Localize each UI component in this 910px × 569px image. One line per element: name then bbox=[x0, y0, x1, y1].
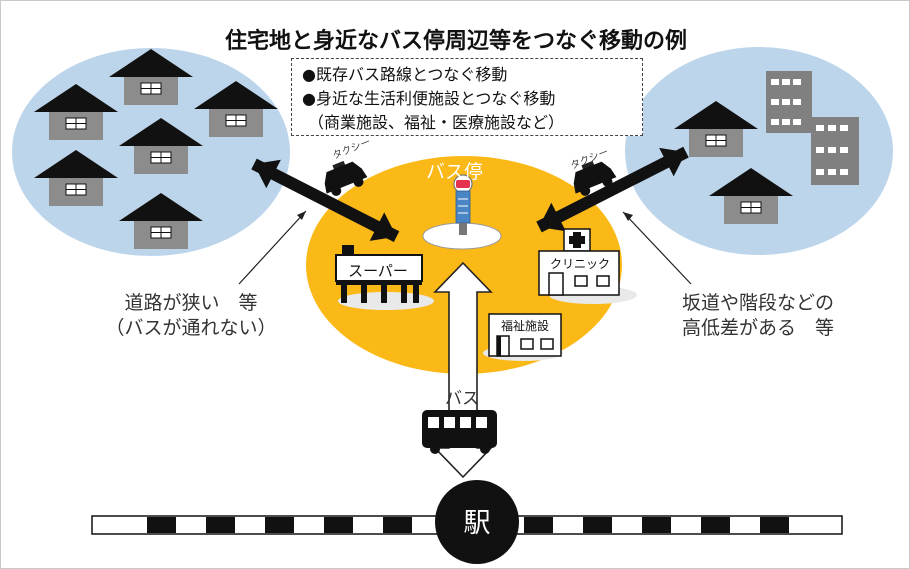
connection-arrow-right bbox=[536, 146, 689, 233]
welfare-label: 福祉施設 bbox=[500, 319, 549, 333]
right-note-line1: 坂道や階段などの bbox=[681, 292, 834, 314]
right-note-line2: 高低差がある 等 bbox=[681, 317, 834, 339]
bus-icon bbox=[422, 410, 497, 454]
legend-item-facility-examples: （商業施設、福祉・医療施設など） bbox=[308, 113, 565, 132]
left-note: 道路が狭い 等 （バスが通れない） bbox=[61, 291, 321, 341]
left-note-line1: 道路が狭い 等 bbox=[124, 292, 258, 314]
bus-stop-label: バス停 bbox=[426, 161, 484, 183]
diagram-title: 住宅地と身近なバス停周辺等をつなぐ移動の例 bbox=[224, 29, 687, 54]
station-icon bbox=[435, 480, 519, 564]
supermarket-icon bbox=[335, 245, 423, 303]
legend-item-facilities: ●身近な生活利便施設とつなぐ移動 bbox=[302, 89, 556, 108]
clinic-label: クリニック bbox=[549, 257, 610, 271]
bus-stop-pole-icon bbox=[453, 174, 473, 235]
right-note: 坂道や階段などの 高低差がある 等 bbox=[613, 291, 903, 341]
apartment-icon bbox=[811, 117, 859, 185]
connection-arrow-left bbox=[251, 158, 400, 242]
legend-item-bus-route: ●既存バス路線とつなぐ移動 bbox=[302, 65, 508, 84]
left-note-line2: （バスが通れない） bbox=[105, 317, 277, 339]
welfare-facility-icon bbox=[488, 313, 562, 357]
supermarket-label: スーパー bbox=[348, 262, 408, 280]
note-pointer-right-tip bbox=[623, 212, 633, 221]
station-label: 駅 bbox=[463, 508, 491, 539]
note-pointer-right bbox=[622, 211, 692, 285]
bus-label: バス bbox=[445, 389, 479, 409]
note-pointer-left bbox=[238, 210, 307, 285]
legend-box: ●既存バス路線とつなぐ移動 ●身近な生活利便施設とつなぐ移動 （商業施設、福祉・… bbox=[291, 58, 643, 136]
note-pointer-left-tip bbox=[297, 211, 306, 220]
apartment-icon bbox=[766, 71, 812, 133]
residential-area-right bbox=[625, 47, 893, 255]
clinic-icon bbox=[538, 228, 620, 296]
